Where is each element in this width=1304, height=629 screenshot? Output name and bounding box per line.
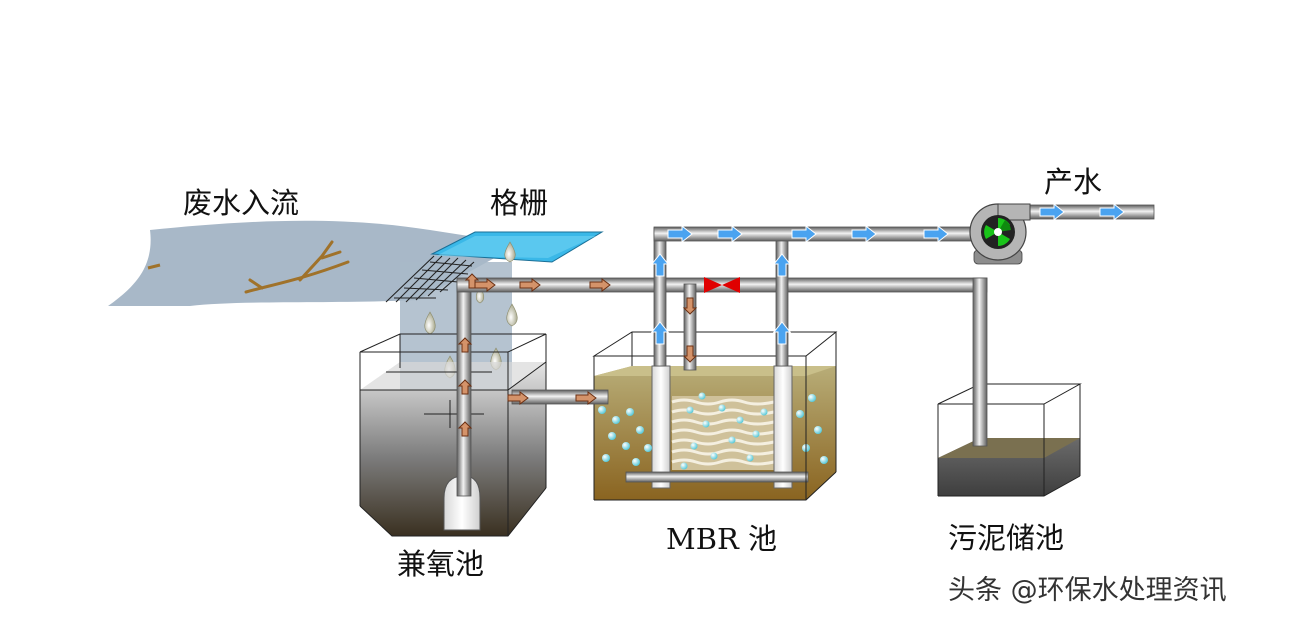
sludge-storage-tank — [937, 383, 1082, 497]
label-sludge-tank: 污泥储池 — [948, 521, 1065, 555]
label-product-water: 产水 — [1044, 165, 1103, 199]
valve-icon — [704, 277, 740, 293]
label-inflow: 废水入流 — [183, 186, 300, 220]
pump-icon — [969, 203, 1031, 265]
watermark: 头条 @环保水处理资讯 — [948, 575, 1227, 606]
mbr-tank — [592, 331, 838, 501]
flow-arrows-permeate — [650, 202, 1125, 345]
bar-screen — [385, 231, 604, 303]
label-screen: 格栅 — [490, 186, 549, 220]
anoxic-tank — [359, 333, 547, 537]
flow-arrows-return — [457, 273, 698, 437]
label-mbr-tank: MBR 池 — [666, 522, 778, 556]
debris-icon — [147, 263, 161, 270]
screen-mesh-icon — [385, 255, 475, 303]
pump-rotor-icon — [984, 218, 1011, 246]
air-bubbles — [598, 392, 828, 470]
debris-twig-icon — [244, 240, 350, 294]
label-anoxic-tank: 兼氧池 — [397, 547, 485, 581]
